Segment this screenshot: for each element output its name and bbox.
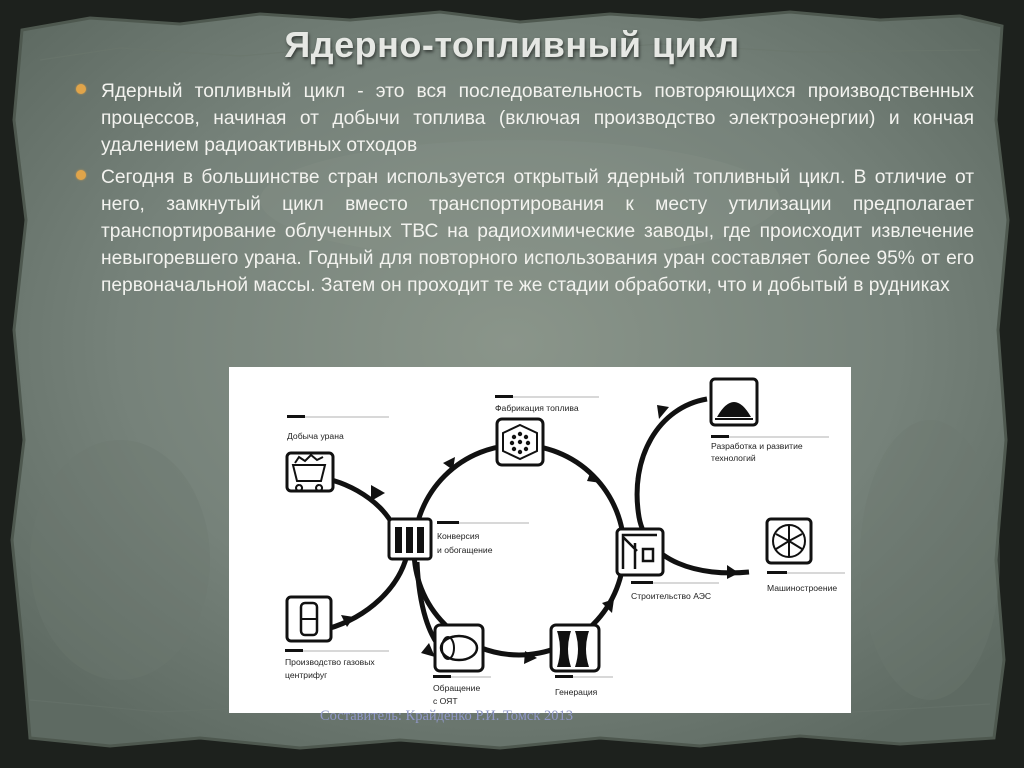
spent-fuel-cask-icon — [439, 634, 479, 662]
label-rnd-1: Разработка и развитие — [711, 441, 803, 451]
fuel-cycle-diagram: Добыча урана Фабрикация топлива Разработ… — [229, 367, 851, 713]
bullet-dot-icon — [76, 84, 86, 94]
label-mining: Добыча урана — [287, 431, 344, 441]
flow-arrows — [341, 405, 739, 664]
label-centrifuges-2: центрифуг — [285, 670, 327, 680]
mine-cart-icon — [291, 453, 327, 492]
node-construction — [615, 527, 665, 577]
bullet-dot-icon — [76, 170, 86, 180]
turbine-fan-icon — [772, 524, 806, 558]
label-spent-fuel-2: с ОЯТ — [433, 696, 458, 706]
label-construction: Строительство АЭС — [631, 591, 711, 601]
cooling-tower-icon — [557, 631, 589, 667]
label-ticks — [285, 395, 787, 678]
node-generation — [549, 623, 601, 673]
rnd-loop-arc — [634, 396, 750, 576]
slide-title: Ядерно-топливный цикл — [284, 24, 740, 65]
centrifuge-arc — [326, 554, 410, 632]
bullet-text: Сегодня в большинстве стран используется… — [101, 167, 974, 296]
node-spent-fuel — [433, 623, 485, 673]
label-fabrication: Фабрикация топлива — [495, 403, 579, 413]
label-conversion-1: Конверсия — [437, 531, 480, 541]
centrifuge-cylinders-icon — [395, 527, 424, 553]
bullet-item: Ядерный топливный цикл - это вся последо… — [76, 78, 974, 159]
reactor-dome-icon — [717, 402, 751, 417]
bullet-list: Ядерный топливный цикл - это вся последо… — [76, 78, 974, 304]
label-conversion-2: и обогащение — [437, 545, 493, 555]
label-machinery: Машиностроение — [767, 583, 837, 593]
footer-credit: Составитель: Крайденко Р.И. Томск 2013 — [320, 708, 574, 724]
label-generation: Генерация — [555, 687, 598, 697]
crane-icon — [621, 533, 657, 569]
node-rnd — [709, 377, 759, 427]
node-fabrication — [495, 417, 545, 467]
node-machinery — [765, 517, 813, 565]
bullet-item: Сегодня в большинстве стран используется… — [76, 164, 974, 299]
label-centrifuges-1: Производство газовых — [285, 657, 375, 667]
bullet-text: Ядерный топливный цикл - это вся последо… — [101, 81, 974, 156]
node-conversion — [387, 517, 433, 561]
node-centrifuges — [285, 595, 333, 643]
label-spent-fuel-1: Обращение — [433, 683, 480, 693]
node-mining — [285, 451, 335, 493]
label-rnd-2: технологий — [711, 453, 756, 463]
label-rules — [303, 396, 845, 678]
